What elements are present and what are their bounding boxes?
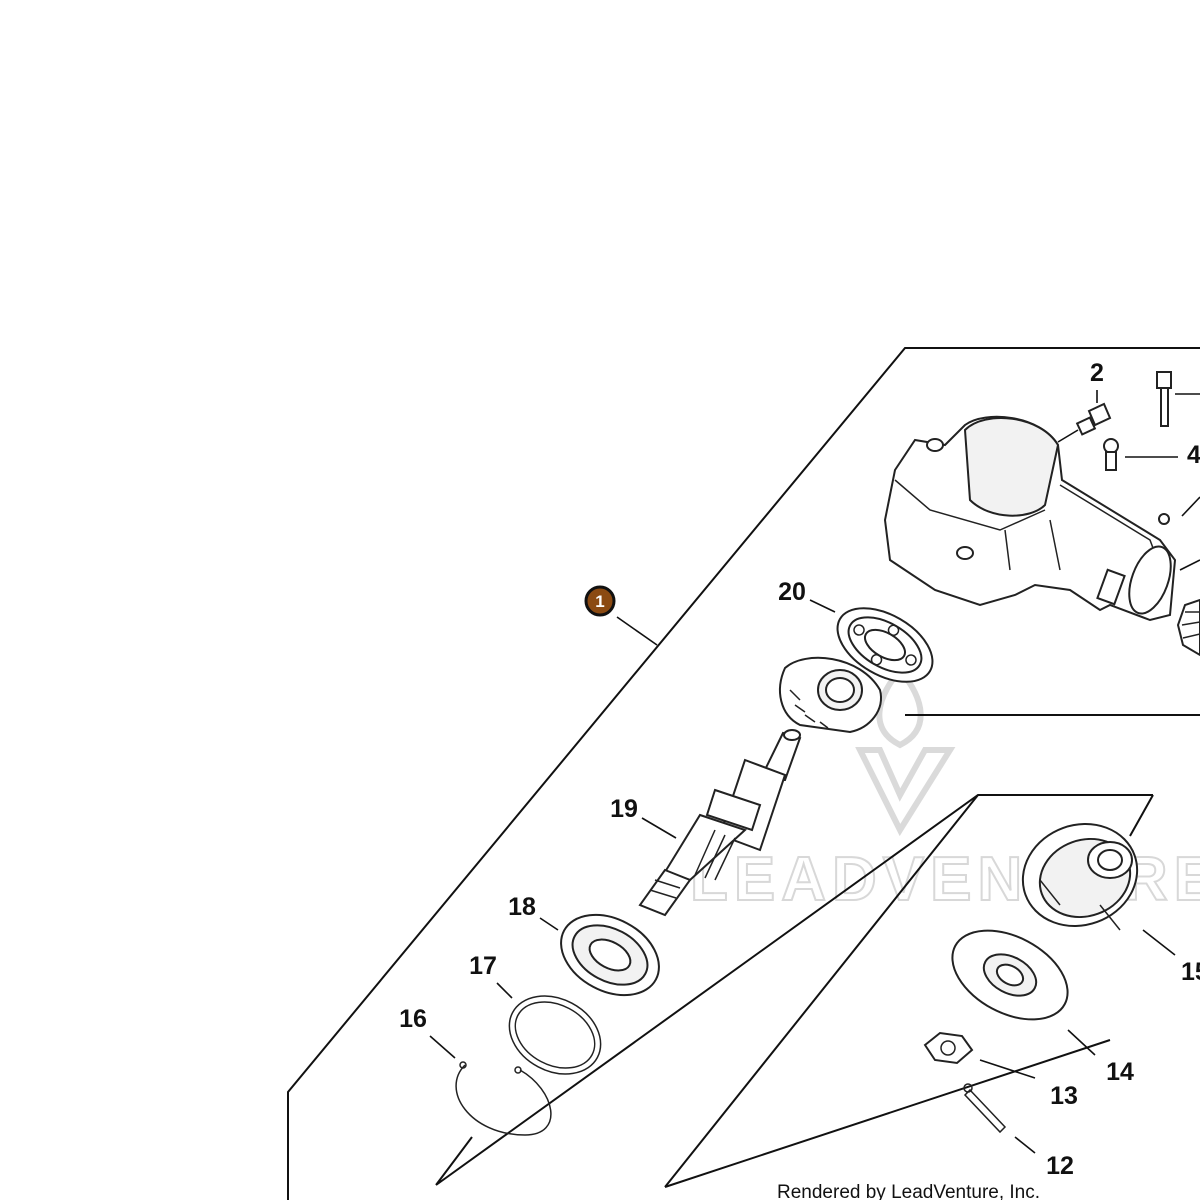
part-14-thrust-plate: [951, 929, 1069, 1021]
callout-17[interactable]: 17: [469, 952, 497, 980]
part-4-screw: [1103, 438, 1119, 471]
inner-frame-left: [664, 794, 979, 1188]
part-15-thrust-cup: [1021, 822, 1139, 931]
part-19-drive-shaft: [638, 729, 802, 917]
leader-lines: [429, 390, 1200, 1154]
part-bevel-gear: [779, 656, 882, 734]
callout-badge-1[interactable]: 1: [584, 585, 616, 617]
callout-4[interactable]: 4: [1187, 441, 1200, 469]
part-12-cotter-pin: [963, 1083, 1007, 1134]
outer-frame: [287, 347, 1200, 1200]
callout-14[interactable]: 14: [1106, 1058, 1134, 1086]
part-16-circlip: [455, 1061, 552, 1136]
part-long-bolt: [1156, 371, 1172, 427]
callout-19[interactable]: 19: [610, 795, 638, 823]
part-bevel-gear-small: [1176, 598, 1200, 657]
callout-labels: 1 2 4 20 19 18 17 16 15 14 13 12: [399, 359, 1200, 1180]
callout-20[interactable]: 20: [778, 578, 806, 606]
part-17-retaining-ring: [508, 995, 602, 1075]
callout-12[interactable]: 12: [1046, 1152, 1074, 1180]
part-gear-housing: [883, 415, 1177, 622]
callout-2[interactable]: 2: [1090, 359, 1104, 387]
callout-13[interactable]: 13: [1050, 1082, 1078, 1110]
part-18-bearing: [560, 913, 660, 997]
svg-text:1: 1: [595, 592, 604, 611]
callout-18[interactable]: 18: [508, 893, 536, 921]
part-2-screw: [1075, 402, 1112, 436]
part-13-castle-nut: [923, 1031, 974, 1065]
part-washer: [1158, 513, 1170, 525]
render-credit: Rendered by LeadVenture, Inc.: [777, 1182, 1040, 1200]
callout-15[interactable]: 15: [1181, 958, 1200, 986]
callout-16[interactable]: 16: [399, 1005, 427, 1033]
part-20-ball-bearing: [836, 607, 934, 683]
flame-logo-icon: [855, 665, 956, 837]
